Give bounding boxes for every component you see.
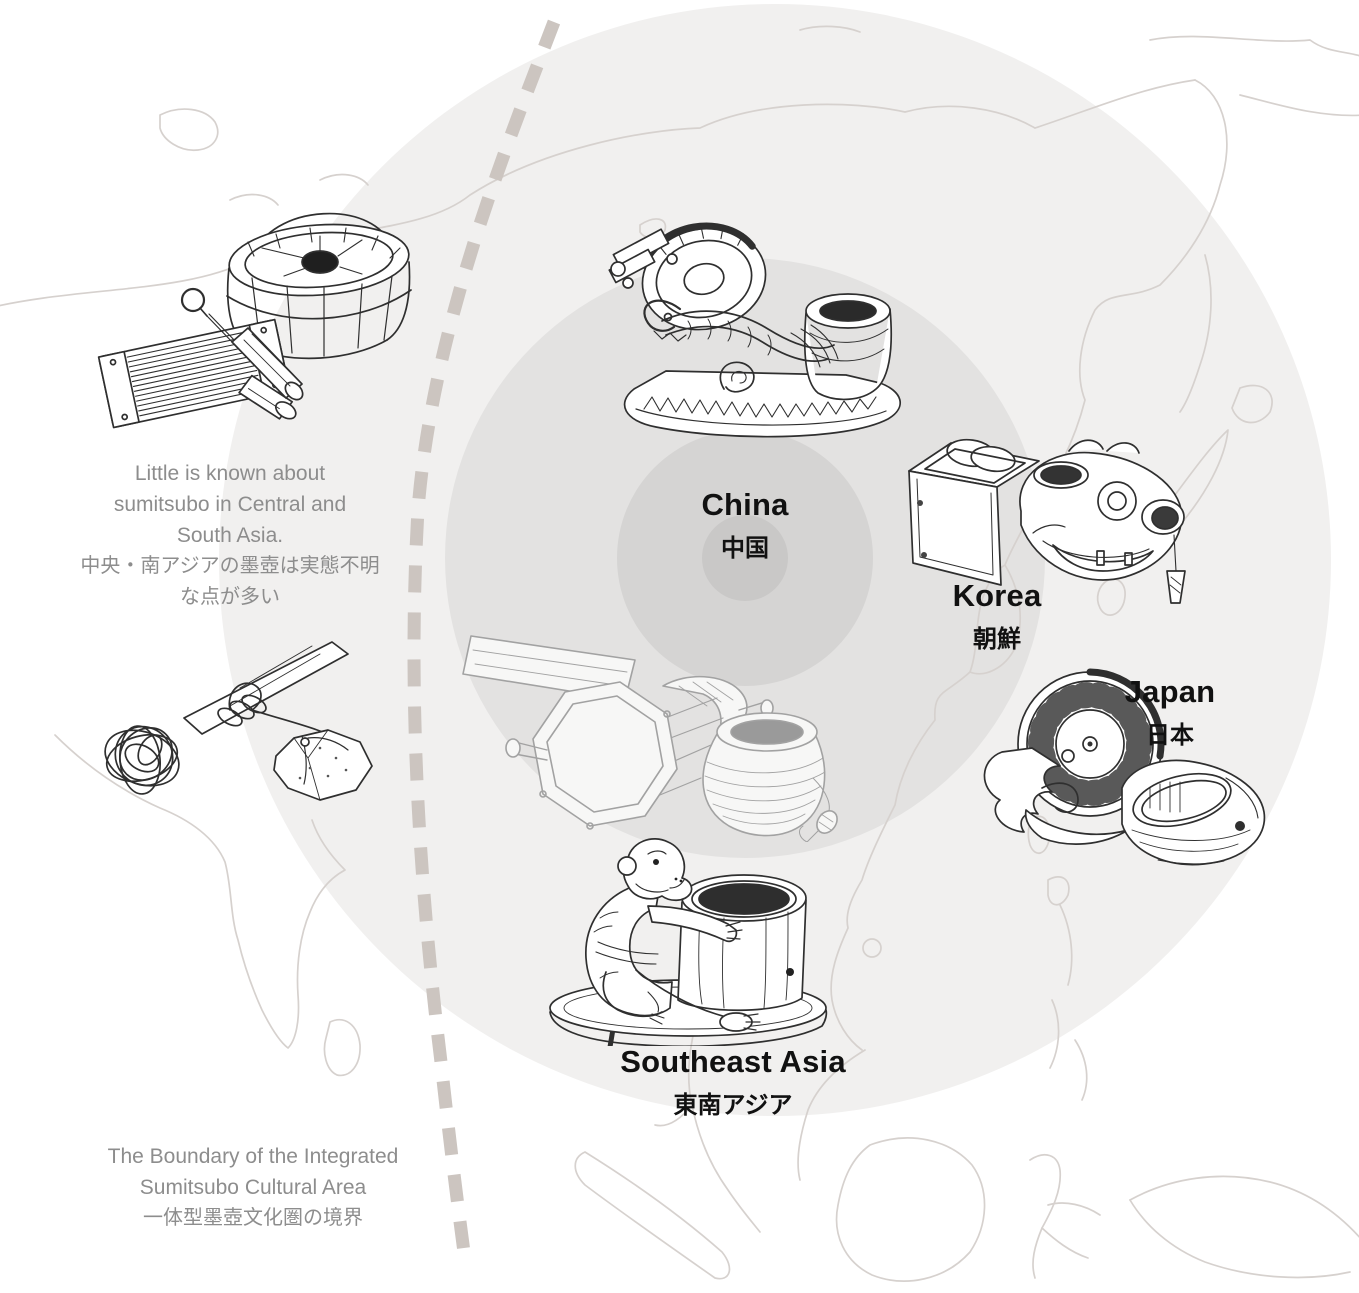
japan-sumitsubo-illustration — [983, 668, 1266, 866]
dragon-carving — [643, 299, 839, 393]
region-label-southeast-asia: Southeast Asia 東南アジア — [620, 1044, 846, 1120]
beast-head-ink-pot — [1019, 439, 1185, 581]
round-ink-pot — [702, 712, 826, 837]
awl — [180, 287, 304, 401]
region-name-korea: Korea — [952, 578, 1042, 613]
stick-with-cord-ball — [104, 641, 355, 795]
boundary-dashed-line — [407, 19, 561, 1253]
central-asia-toolkit-illustration — [97, 212, 412, 429]
ink-pot-cylinder — [677, 874, 807, 1012]
note-line-jp: 中央・南アジアの墨壺は実態不明 — [80, 555, 380, 577]
region-native-southeast-asia: 東南アジア — [673, 1092, 793, 1119]
note-line: sumitsubo in Central and — [113, 493, 347, 516]
region-label-korea: Korea 朝鮮 — [953, 578, 1042, 654]
southeast-asia-sumitsubo-illustration — [549, 838, 828, 1046]
primitive-chalk-line-illustration — [104, 641, 373, 801]
reel-wheel-and-crank — [608, 222, 767, 331]
region-label-japan: Japan 日本 — [1125, 674, 1216, 750]
ink-pot — [803, 293, 893, 401]
china-sumitsubo-illustration — [608, 222, 901, 438]
korea-sumitsubo-illustration — [908, 438, 1186, 604]
note-line: Sumitsubo Cultural Area — [139, 1176, 367, 1199]
plumb-bob — [1166, 534, 1186, 604]
boundary-note: The Boundary of the Integrated Sumitsubo… — [43, 1141, 463, 1234]
central-asia-note: Little is known about sumitsubo in Centr… — [20, 458, 440, 613]
region-name-china: China — [701, 487, 789, 522]
note-line-jp: 一体型墨壺文化圏の境界 — [143, 1207, 363, 1229]
note-line: The Boundary of the Integrated — [107, 1145, 399, 1168]
region-native-korea: 朝鮮 — [973, 626, 1021, 653]
note-line: Little is known about — [134, 462, 326, 485]
asia-map-outline — [0, 25, 1359, 1282]
region-native-china: 中国 — [721, 535, 769, 562]
ink-bowl — [1121, 759, 1266, 866]
monkey-figure — [585, 838, 761, 1032]
region-native-japan: 日本 — [1145, 722, 1194, 749]
decorated-base — [623, 370, 901, 438]
carved-body — [983, 747, 1129, 845]
region-name-japan: Japan — [1124, 674, 1216, 709]
reel-box — [908, 438, 1040, 586]
separate-type-sumitsubo-illustration — [462, 635, 838, 842]
string-and-plumb — [799, 777, 838, 842]
region-name-southeast-asia: Southeast Asia — [620, 1044, 846, 1079]
note-line: South Asia. — [176, 524, 284, 547]
note-line-jp: な点が多い — [180, 586, 280, 608]
region-label-china: China 中国 — [701, 487, 788, 563]
tied-stone — [273, 729, 373, 801]
